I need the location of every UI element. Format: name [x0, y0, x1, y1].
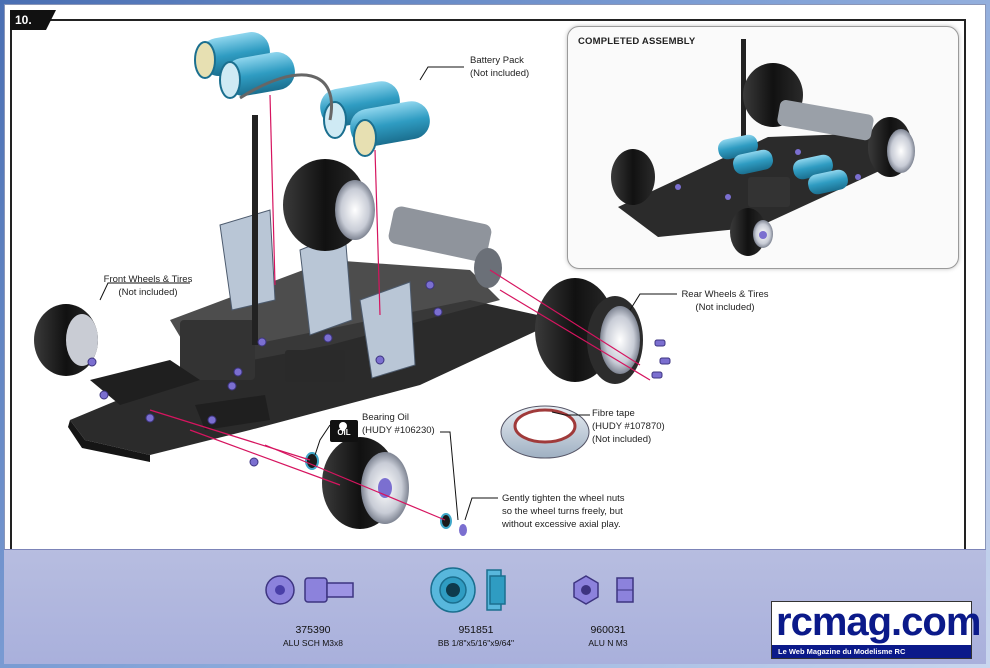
fibre-tape-note: (Not included): [592, 434, 652, 445]
part-number: 960031: [590, 624, 626, 636]
bearing-oil-part-number: (HUDY #106230): [362, 425, 435, 436]
completed-assembly-illustration: [611, 39, 915, 256]
screw-icon: [265, 575, 354, 605]
callout-leaders: [99, 66, 677, 521]
exploded-bearings: [305, 452, 467, 536]
rear-wheel-top: [283, 159, 375, 251]
part-number: 951851: [458, 624, 494, 636]
oil-badge-icon: OIL: [330, 420, 358, 442]
battery-wire: [239, 73, 333, 121]
bearing-oil-label: Bearing Oil (HUDY #106230): [362, 411, 435, 437]
ball-bearing-icon: [430, 567, 506, 613]
motor: [388, 206, 502, 288]
fibre-tape-title: Fibre tape: [592, 408, 635, 419]
frame-top-rule: [46, 19, 966, 21]
battery-pack-right: [320, 81, 430, 157]
part-description: ALU SCH M3x8: [283, 638, 343, 648]
completed-assembly-panel: COMPLETED ASSEMBLY: [567, 26, 959, 269]
fibre-tape-part-number: (HUDY #107870): [592, 421, 665, 432]
front-wheels-label: Front Wheels & Tires (Not included): [98, 273, 198, 299]
assembly-guide-lines: [149, 94, 651, 521]
bearing-oil-title: Bearing Oil: [362, 412, 409, 423]
step-number: 10.: [10, 10, 56, 30]
front-wheels-title: Front Wheels & Tires: [103, 274, 193, 285]
anodized-screws: [87, 280, 443, 467]
wheel-nuts-line-1: Gently tighten the wheel nuts: [502, 493, 625, 504]
rear-wheels-label: Rear Wheels & Tires (Not included): [680, 288, 770, 314]
part-description: ALU N M3: [588, 638, 628, 648]
side-fibre-plates: [219, 209, 416, 379]
logo-tagline: Le Web Magazine du Modelisme RC: [772, 645, 971, 658]
rear-wheel-exploded: [535, 278, 643, 384]
wheel-nuts-instruction: Gently tighten the wheel nuts so the whe…: [502, 492, 662, 531]
front-wheel-left: [34, 304, 98, 376]
battery-pack-label: Battery Pack (Not included): [470, 54, 529, 80]
front-wheels-note: (Not included): [118, 287, 178, 298]
part-description: BB 1/8"x5/16"x9/64": [437, 638, 515, 648]
wheel-nuts-line-2: so the wheel turns freely, but: [502, 506, 623, 517]
servo: [180, 320, 255, 380]
completed-assembly-title: COMPLETED ASSEMBLY: [578, 36, 696, 47]
wheel-nuts-line-3: without excessive axial play.: [502, 519, 621, 530]
battery-pack-left: [194, 32, 295, 99]
frame-right-rule: [964, 19, 966, 549]
antenna-tube: [252, 115, 258, 345]
frame-left-rule: [10, 30, 12, 549]
fibre-tape-label: Fibre tape (HUDY #107870) (Not included): [592, 407, 665, 446]
oil-badge-text: OIL: [337, 428, 351, 437]
rear-wheels-note: (Not included): [695, 302, 755, 313]
fibre-tape-roll: [500, 405, 590, 459]
front-wheel-exploded: [322, 437, 409, 529]
receiver: [285, 350, 345, 382]
logo-wordmark: rcmag.com: [776, 600, 981, 644]
battery-pack-title: Battery Pack: [470, 55, 524, 66]
rear-wheel-nuts: [651, 339, 671, 379]
rcmag-logo: rcmag.com Le Web Magazine du Modelisme R…: [771, 600, 981, 659]
rear-wheels-title: Rear Wheels & Tires: [681, 289, 769, 300]
nut-icon: [573, 575, 634, 605]
battery-pack-note: (Not included): [470, 68, 530, 79]
part-number: 375390: [295, 624, 331, 636]
